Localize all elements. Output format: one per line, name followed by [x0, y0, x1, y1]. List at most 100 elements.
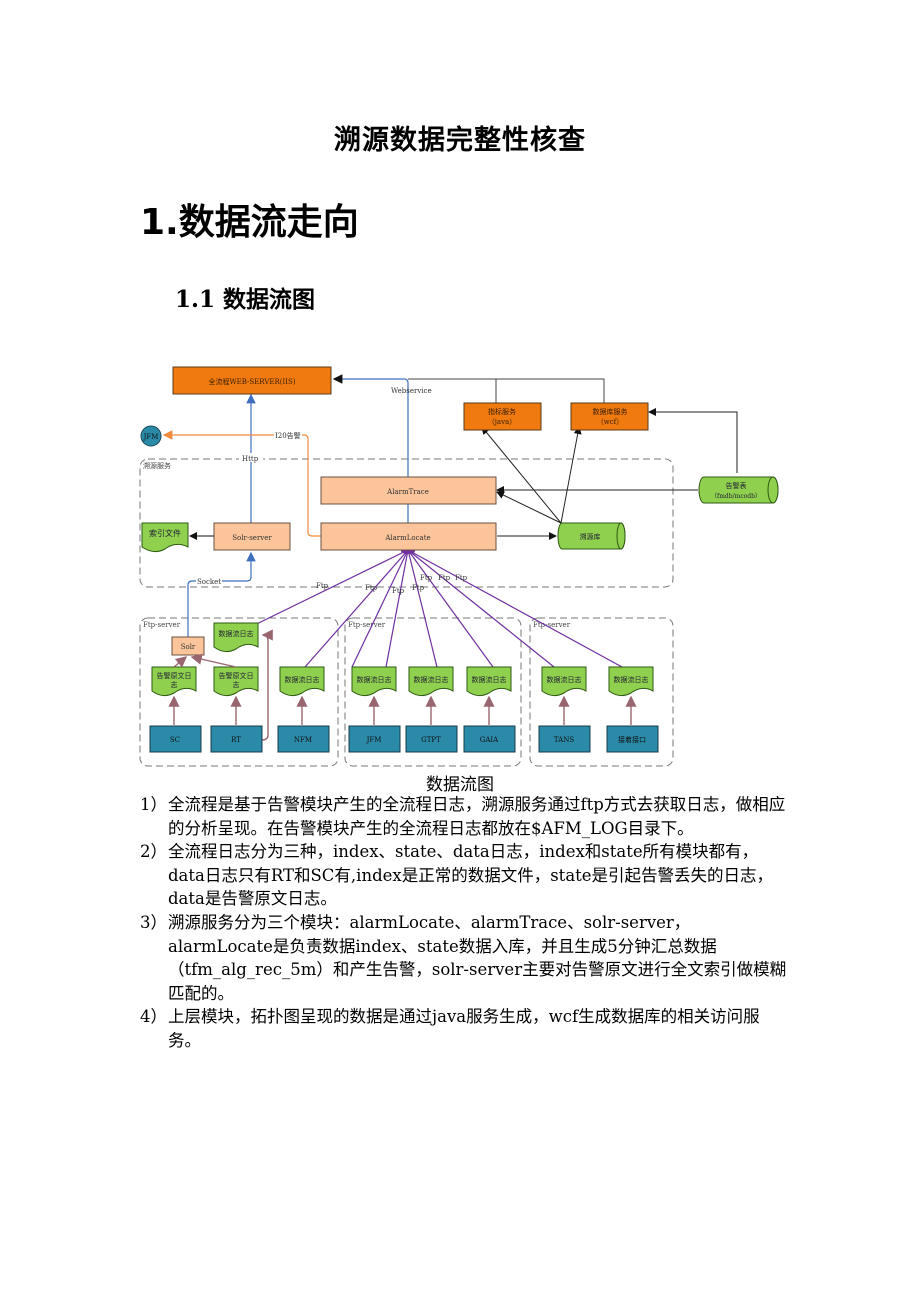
web-server-node: 全流程WEB-SERVER(IIS)	[172, 366, 332, 395]
svg-text:Ftp-server: Ftp-server	[533, 621, 571, 629]
jfm-node: JFM	[140, 425, 162, 447]
numbered-list: 1） 全流程是基于告警模块产生的全流程日志，溯源服务通过ftp方式去获取日志，做…	[140, 793, 790, 1053]
ftp-connectors	[231, 548, 623, 668]
svg-text:数据流日志: 数据流日志	[219, 629, 254, 638]
svg-text:（fmdb/mcodb）: （fmdb/mcodb）	[711, 493, 761, 500]
webservice-label: Webservice	[391, 387, 432, 395]
group-trace-service: 溯源服务	[139, 458, 674, 588]
list-item-number: 1）	[140, 795, 167, 814]
svg-text:SC: SC	[170, 736, 180, 744]
svg-text:数据流日志: 数据流日志	[614, 675, 649, 684]
i20-alarm-connector: I20告警	[162, 430, 321, 537]
http-connector: Http	[239, 393, 263, 523]
alarm-raw-log-node-2: 告警原文日 志	[213, 666, 259, 697]
svg-text:溯源库: 溯源库	[580, 532, 601, 541]
svg-text:Ftp: Ftp	[316, 582, 329, 590]
svg-text:Ftp: Ftp	[438, 574, 451, 582]
source-node-jfm: JFM	[348, 725, 401, 753]
document-title: 溯源数据完整性核查	[334, 125, 586, 156]
dataflow-log-node-interface: 数据流日志	[608, 666, 654, 697]
http-label: Http	[242, 455, 259, 463]
alarm-table-connectors	[481, 408, 738, 540]
index-file-node: 索引文件	[141, 522, 189, 553]
alarm-raw-log-node-1: 告警原文日 志	[151, 666, 197, 697]
list-item-number: 3）	[140, 912, 167, 932]
solr-node: Solr	[171, 636, 205, 656]
svg-text:TANS: TANS	[554, 736, 574, 744]
svg-text:告警原文日: 告警原文日	[219, 671, 254, 680]
svg-text:AlarmTrace: AlarmTrace	[386, 488, 429, 496]
list-item: 2） 全流程日志分为三种，index、state、data日志，index和st…	[140, 840, 790, 911]
svg-text:Ftp: Ftp	[412, 584, 425, 592]
svg-text:Ftp: Ftp	[365, 584, 378, 592]
svg-text:Solr: Solr	[181, 643, 196, 651]
alarm-trace-node: AlarmTrace	[320, 476, 497, 505]
list-item-text: 全流程是基于告警模块产生的全流程日志，溯源服务通过ftp方式去获取日志，做相应的…	[168, 795, 786, 838]
svg-text:数据流日志: 数据流日志	[285, 675, 320, 684]
list-item-text: 溯源服务分为三个模块：alarmLocate、alarmTrace、solr-s…	[168, 912, 787, 1003]
svg-text:NFM: NFM	[294, 736, 312, 744]
svg-text:Ftp: Ftp	[392, 587, 405, 595]
metric-service-node: 指标服务 （java）	[463, 402, 542, 431]
list-item-number: 4）	[140, 1007, 167, 1027]
alarm-locate-node: AlarmLocate	[320, 522, 497, 551]
svg-text:JFM: JFM	[143, 433, 159, 441]
svg-text:Ftp: Ftp	[455, 574, 468, 582]
figure-caption: 数据流图	[426, 775, 494, 795]
list-item-text: 全流程日志分为三种，index、state、data日志，index和state…	[168, 842, 774, 909]
svg-text:JFM: JFM	[366, 736, 382, 744]
svg-text:数据流日志: 数据流日志	[357, 675, 392, 684]
group-ftp-server-1: Ftp-server	[139, 617, 339, 767]
svg-text:（java）: （java）	[488, 418, 516, 426]
dataflow-log-node-nfm: 数据流日志	[279, 666, 325, 697]
svg-text:告警原文日: 告警原文日	[157, 671, 192, 680]
svg-text:Ftp: Ftp	[420, 574, 433, 582]
trace-db-node: 溯源库	[557, 522, 626, 550]
list-item: 3） 溯源服务分为三个模块：alarmLocate、alarmTrace、sol…	[140, 911, 790, 1005]
svg-text:告警表: 告警表	[726, 481, 747, 490]
svg-text:数据流日志: 数据流日志	[472, 675, 507, 684]
list-item: 4） 上层模块，拓扑图呈现的数据是通过java服务生成，wcf生成数据库的相关访…	[140, 1005, 790, 1052]
alarm-table-node: 告警表 （fmdb/mcodb）	[698, 476, 779, 504]
group-trace-service-label: 溯源服务	[143, 461, 171, 470]
source-node-interface: 接着接口	[606, 725, 659, 753]
list-item-text: 上层模块，拓扑图呈现的数据是通过java服务生成，wcf生成数据库的相关访问服务…	[168, 1007, 760, 1050]
group-ftp-server-3: Ftp-server	[529, 617, 674, 767]
ftp-labels: Ftp Ftp Ftp Ftp Ftp Ftp Ftp	[316, 574, 468, 595]
svg-text:GAIA: GAIA	[480, 736, 499, 744]
source-node-gaia: GAIA	[463, 725, 516, 753]
svg-text:（wcf）: （wcf）	[597, 418, 624, 426]
socket-label: Socket	[197, 578, 221, 586]
svg-text:Ftp-server: Ftp-server	[143, 621, 181, 629]
svg-text:志: 志	[233, 680, 240, 689]
source-node-gtpt: GTPT	[405, 725, 458, 753]
list-item: 1） 全流程是基于告警模块产生的全流程日志，溯源服务通过ftp方式去获取日志，做…	[140, 793, 790, 840]
heading-1: 1.数据流走向	[140, 202, 359, 243]
solr-server-node: Solr-server	[189, 522, 291, 551]
svg-text:索引文件: 索引文件	[149, 528, 181, 538]
dataflow-log-node-gtpt: 数据流日志	[408, 666, 454, 697]
svg-text:接着接口: 接着接口	[618, 735, 646, 744]
svg-text:数据流日志: 数据流日志	[547, 675, 582, 684]
svg-text:AlarmLocate: AlarmLocate	[384, 534, 430, 542]
source-node-rt: RT	[210, 725, 263, 753]
group-ftp-server-2: Ftp-server	[344, 617, 522, 767]
svg-text:Solr-server: Solr-server	[232, 534, 272, 542]
dataflow-log-node-ftp1-top: 数据流日志	[213, 622, 259, 653]
dataflow-log-node-gaia: 数据流日志	[466, 666, 512, 697]
svg-text:志: 志	[171, 680, 178, 689]
heading-1-1: 1.1 数据流图	[175, 286, 316, 313]
i20-alarm-label: I20告警	[275, 431, 301, 440]
svg-text:RT: RT	[231, 736, 241, 744]
dataflow-log-node-jfm: 数据流日志	[351, 666, 397, 697]
socket-connector: Socket	[187, 551, 256, 637]
source-node-tans: TANS	[538, 725, 591, 753]
source-node-nfm: NFM	[277, 725, 330, 753]
list-item-number: 2）	[140, 842, 167, 862]
source-arrows	[168, 629, 637, 741]
source-node-sc: SC	[149, 725, 202, 753]
data-flow-diagram: 溯源服务 Ftp-server Ftp-server Ftp-server We…	[130, 355, 790, 775]
svg-text:GTPT: GTPT	[421, 736, 441, 744]
db-service-node: 数据库服务 （wcf）	[570, 402, 649, 431]
svg-text:全流程WEB-SERVER(IIS): 全流程WEB-SERVER(IIS)	[208, 377, 295, 386]
